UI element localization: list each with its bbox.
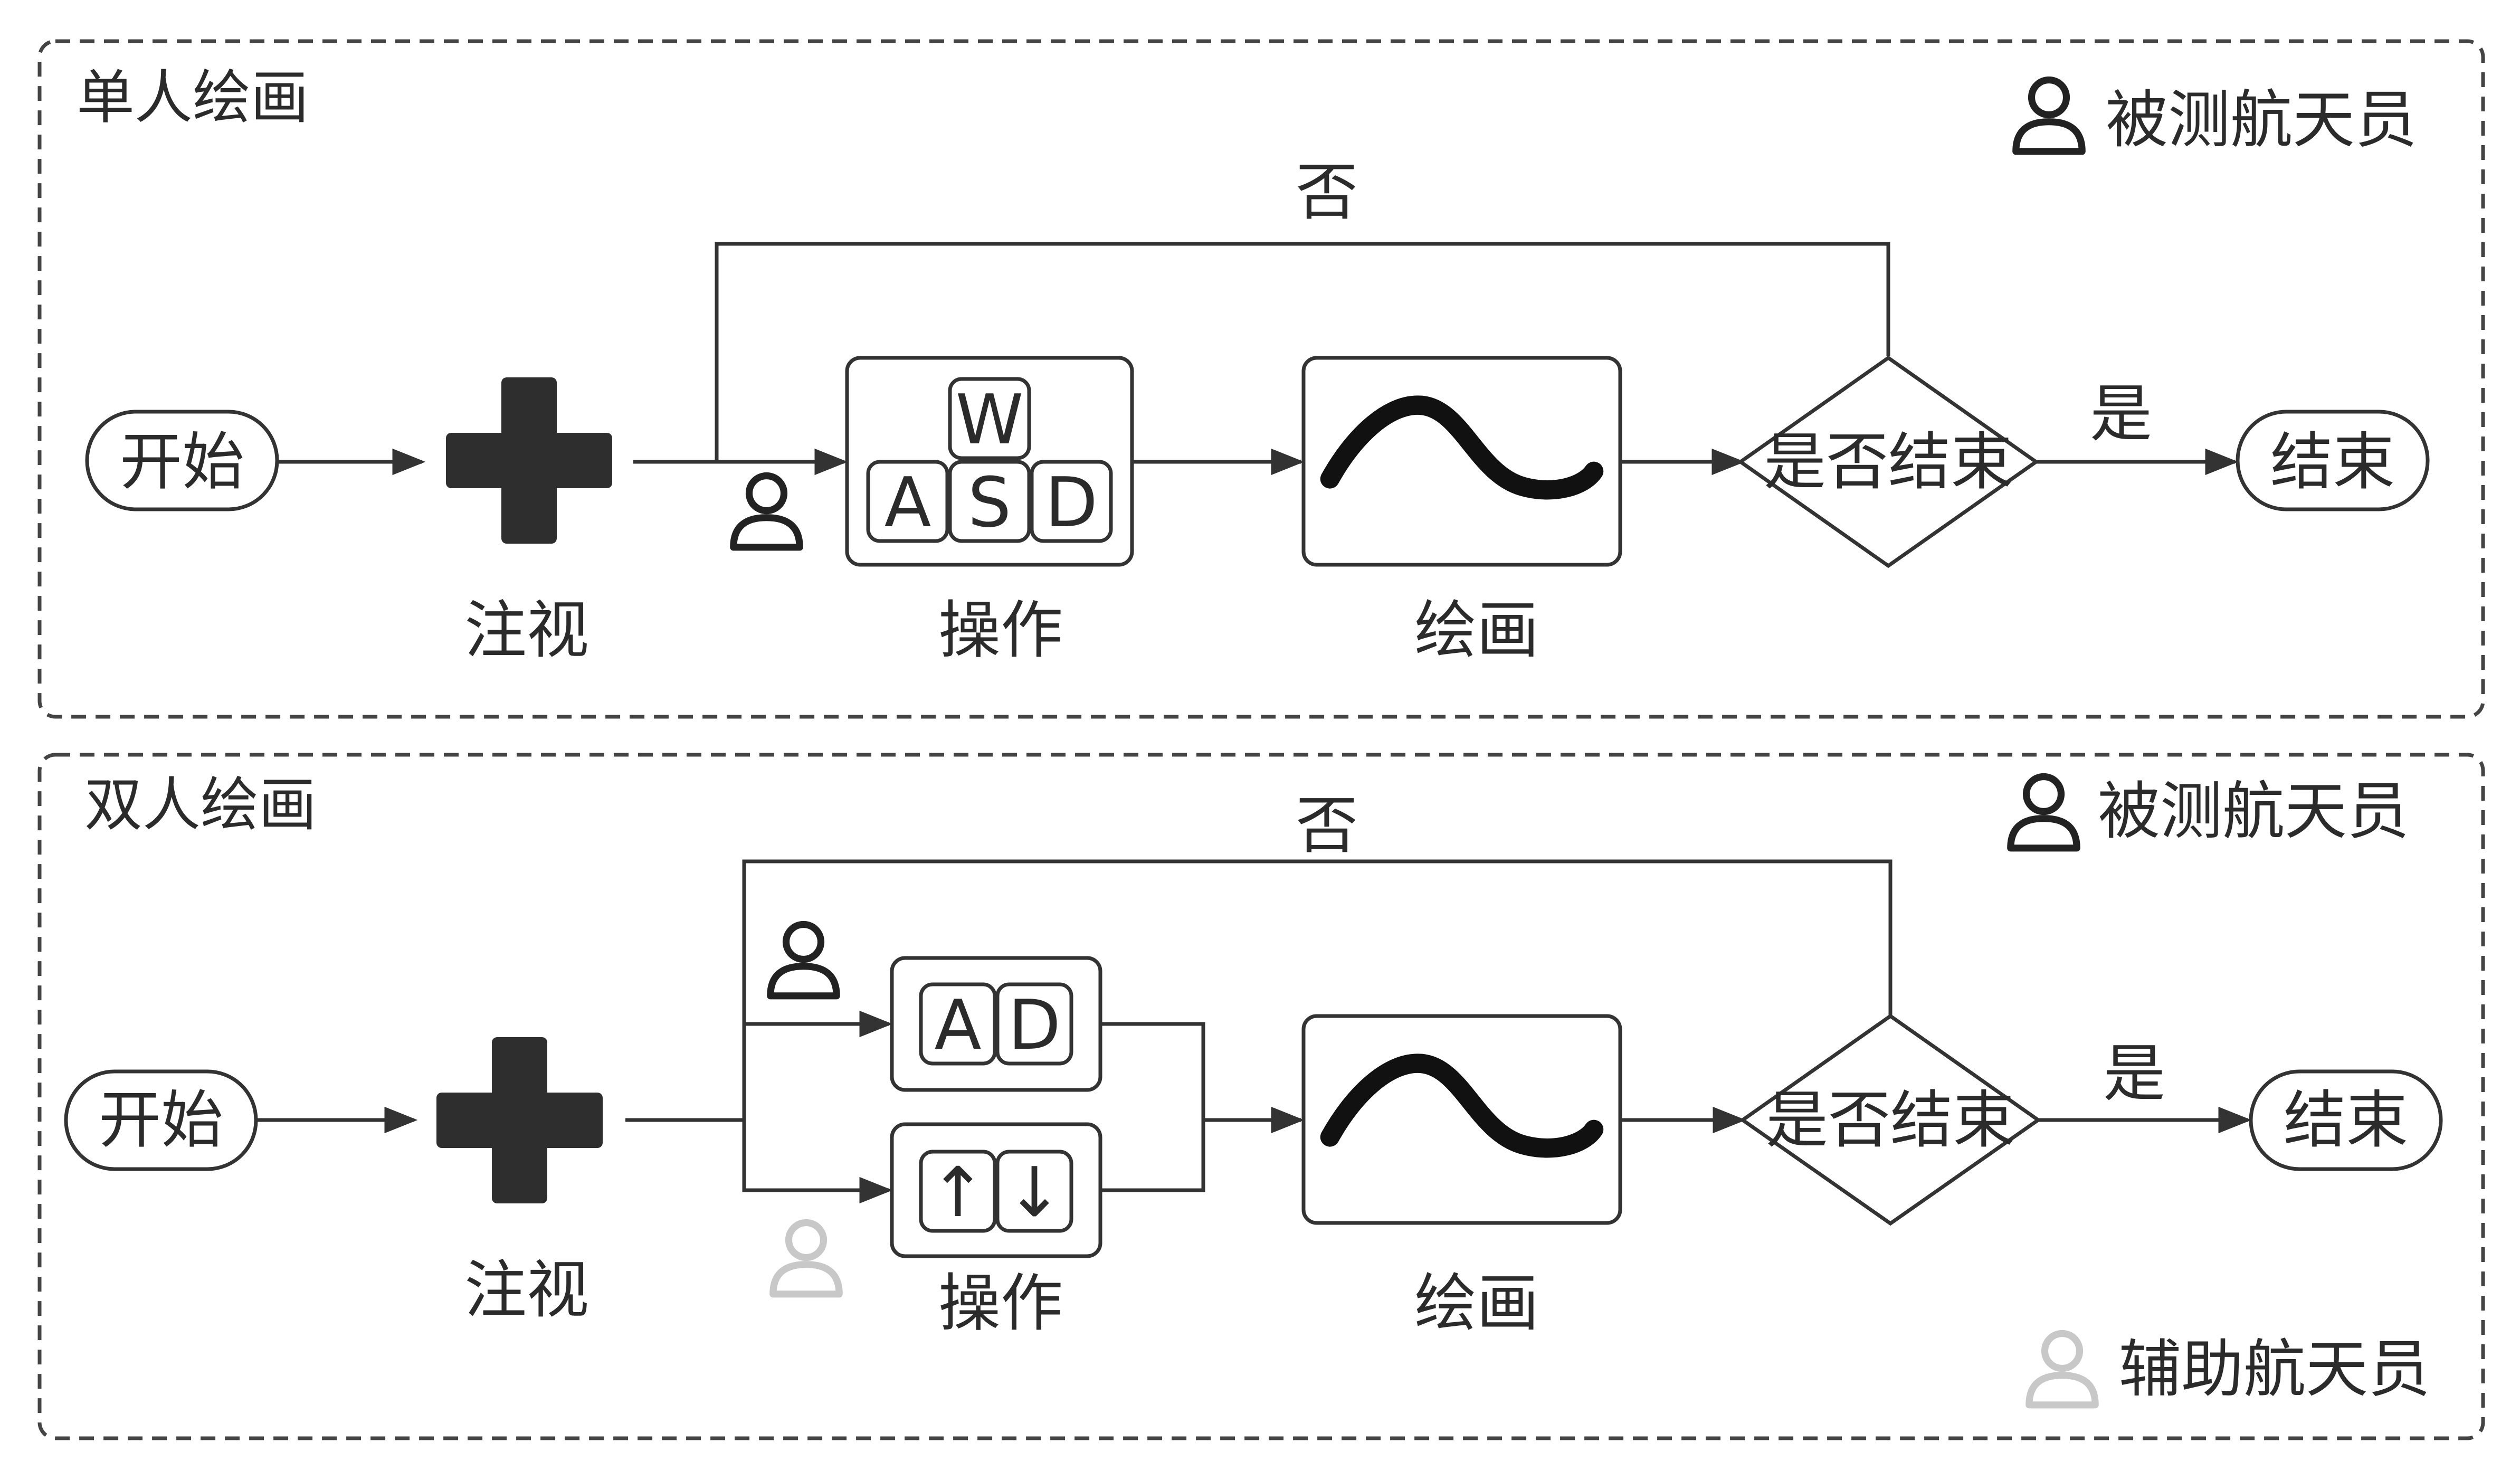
tested-role-icon xyxy=(2016,80,2082,151)
fixation-label-dual: 注视 xyxy=(464,1254,589,1326)
svg-text:A: A xyxy=(885,462,931,543)
assistant-role-label: 辅助航天员 xyxy=(2119,1333,2431,1406)
svg-text:W: W xyxy=(956,379,1024,460)
tested-role-label: 被测航天员 xyxy=(2106,83,2418,156)
operate-label: 操作 xyxy=(938,594,1063,667)
decision-node-dual: 是否结束 xyxy=(1739,1013,2042,1226)
no-loop-line xyxy=(715,242,1890,462)
fixation-cross-icon xyxy=(446,377,612,544)
fixation-label: 注视 xyxy=(464,594,589,667)
tested-role-icon-dual xyxy=(2011,777,2077,848)
decision-node: 是否结束 xyxy=(1737,355,2040,568)
assistant-person-icon xyxy=(773,1223,839,1294)
svg-text:↑: ↑ xyxy=(929,1152,987,1232)
key-a: A xyxy=(866,460,949,543)
key-up: ↑ xyxy=(919,1150,997,1233)
svg-text:是否结束: 是否结束 xyxy=(1766,1084,2015,1156)
key-w: W xyxy=(948,377,1031,460)
panel-dual-title: 双人绘画 xyxy=(84,771,317,839)
start-label: 开始 xyxy=(120,425,244,498)
drawing-box-dual xyxy=(1301,1014,1622,1225)
svg-text:↓: ↓ xyxy=(1006,1152,1063,1232)
keyboard-arrows: ↑ ↓ xyxy=(890,1122,1102,1258)
svg-text:开始: 开始 xyxy=(99,1084,223,1156)
key-d: D xyxy=(1030,460,1113,543)
assistant-role-icon xyxy=(2029,1334,2095,1405)
tested-role-label-dual: 被测航天员 xyxy=(2098,775,2410,848)
end-node-dual: 结束 xyxy=(2249,1069,2443,1171)
branch-down-line xyxy=(742,1120,893,1204)
no-label-dual: 否 xyxy=(1296,789,1358,862)
panel-single-title: 单人绘画 xyxy=(77,64,309,131)
svg-text:D: D xyxy=(1045,462,1098,543)
no-label: 否 xyxy=(1296,156,1358,229)
start-node-dual: 开始 xyxy=(64,1069,258,1171)
end-label: 结束 xyxy=(2270,425,2395,498)
operate-label-dual: 操作 xyxy=(938,1267,1063,1340)
key-d-dual: D xyxy=(995,982,1073,1066)
key-a-dual: A xyxy=(919,982,997,1066)
end-node: 结束 xyxy=(2236,410,2430,511)
draw-label-dual: 绘画 xyxy=(1414,1267,1539,1340)
panel-single-border xyxy=(37,39,2485,719)
keyboard-wasd: W A S D xyxy=(845,356,1134,567)
svg-text:A: A xyxy=(935,985,982,1065)
drawing-box xyxy=(1301,356,1622,567)
svg-text:D: D xyxy=(1008,985,1061,1065)
start-node: 开始 xyxy=(85,410,279,511)
key-down: ↓ xyxy=(995,1150,1073,1233)
yes-label: 是 xyxy=(2090,377,2153,450)
key-s: S xyxy=(948,460,1031,543)
merge-line xyxy=(1100,1022,1205,1192)
no-loop-line-dual xyxy=(742,859,1893,1120)
fixation-cross-icon-dual xyxy=(436,1037,603,1203)
tested-person-icon-dual xyxy=(771,925,836,996)
draw-label: 绘画 xyxy=(1414,594,1539,667)
panel-dual-border xyxy=(37,753,2485,1440)
svg-text:S: S xyxy=(968,462,1012,543)
tested-person-icon xyxy=(734,476,800,547)
svg-text:结束: 结束 xyxy=(2284,1084,2408,1156)
keyboard-ad: A D xyxy=(890,956,1102,1092)
yes-label-dual: 是 xyxy=(2103,1037,2166,1110)
svg-text:是否结束: 是否结束 xyxy=(1764,425,2013,498)
